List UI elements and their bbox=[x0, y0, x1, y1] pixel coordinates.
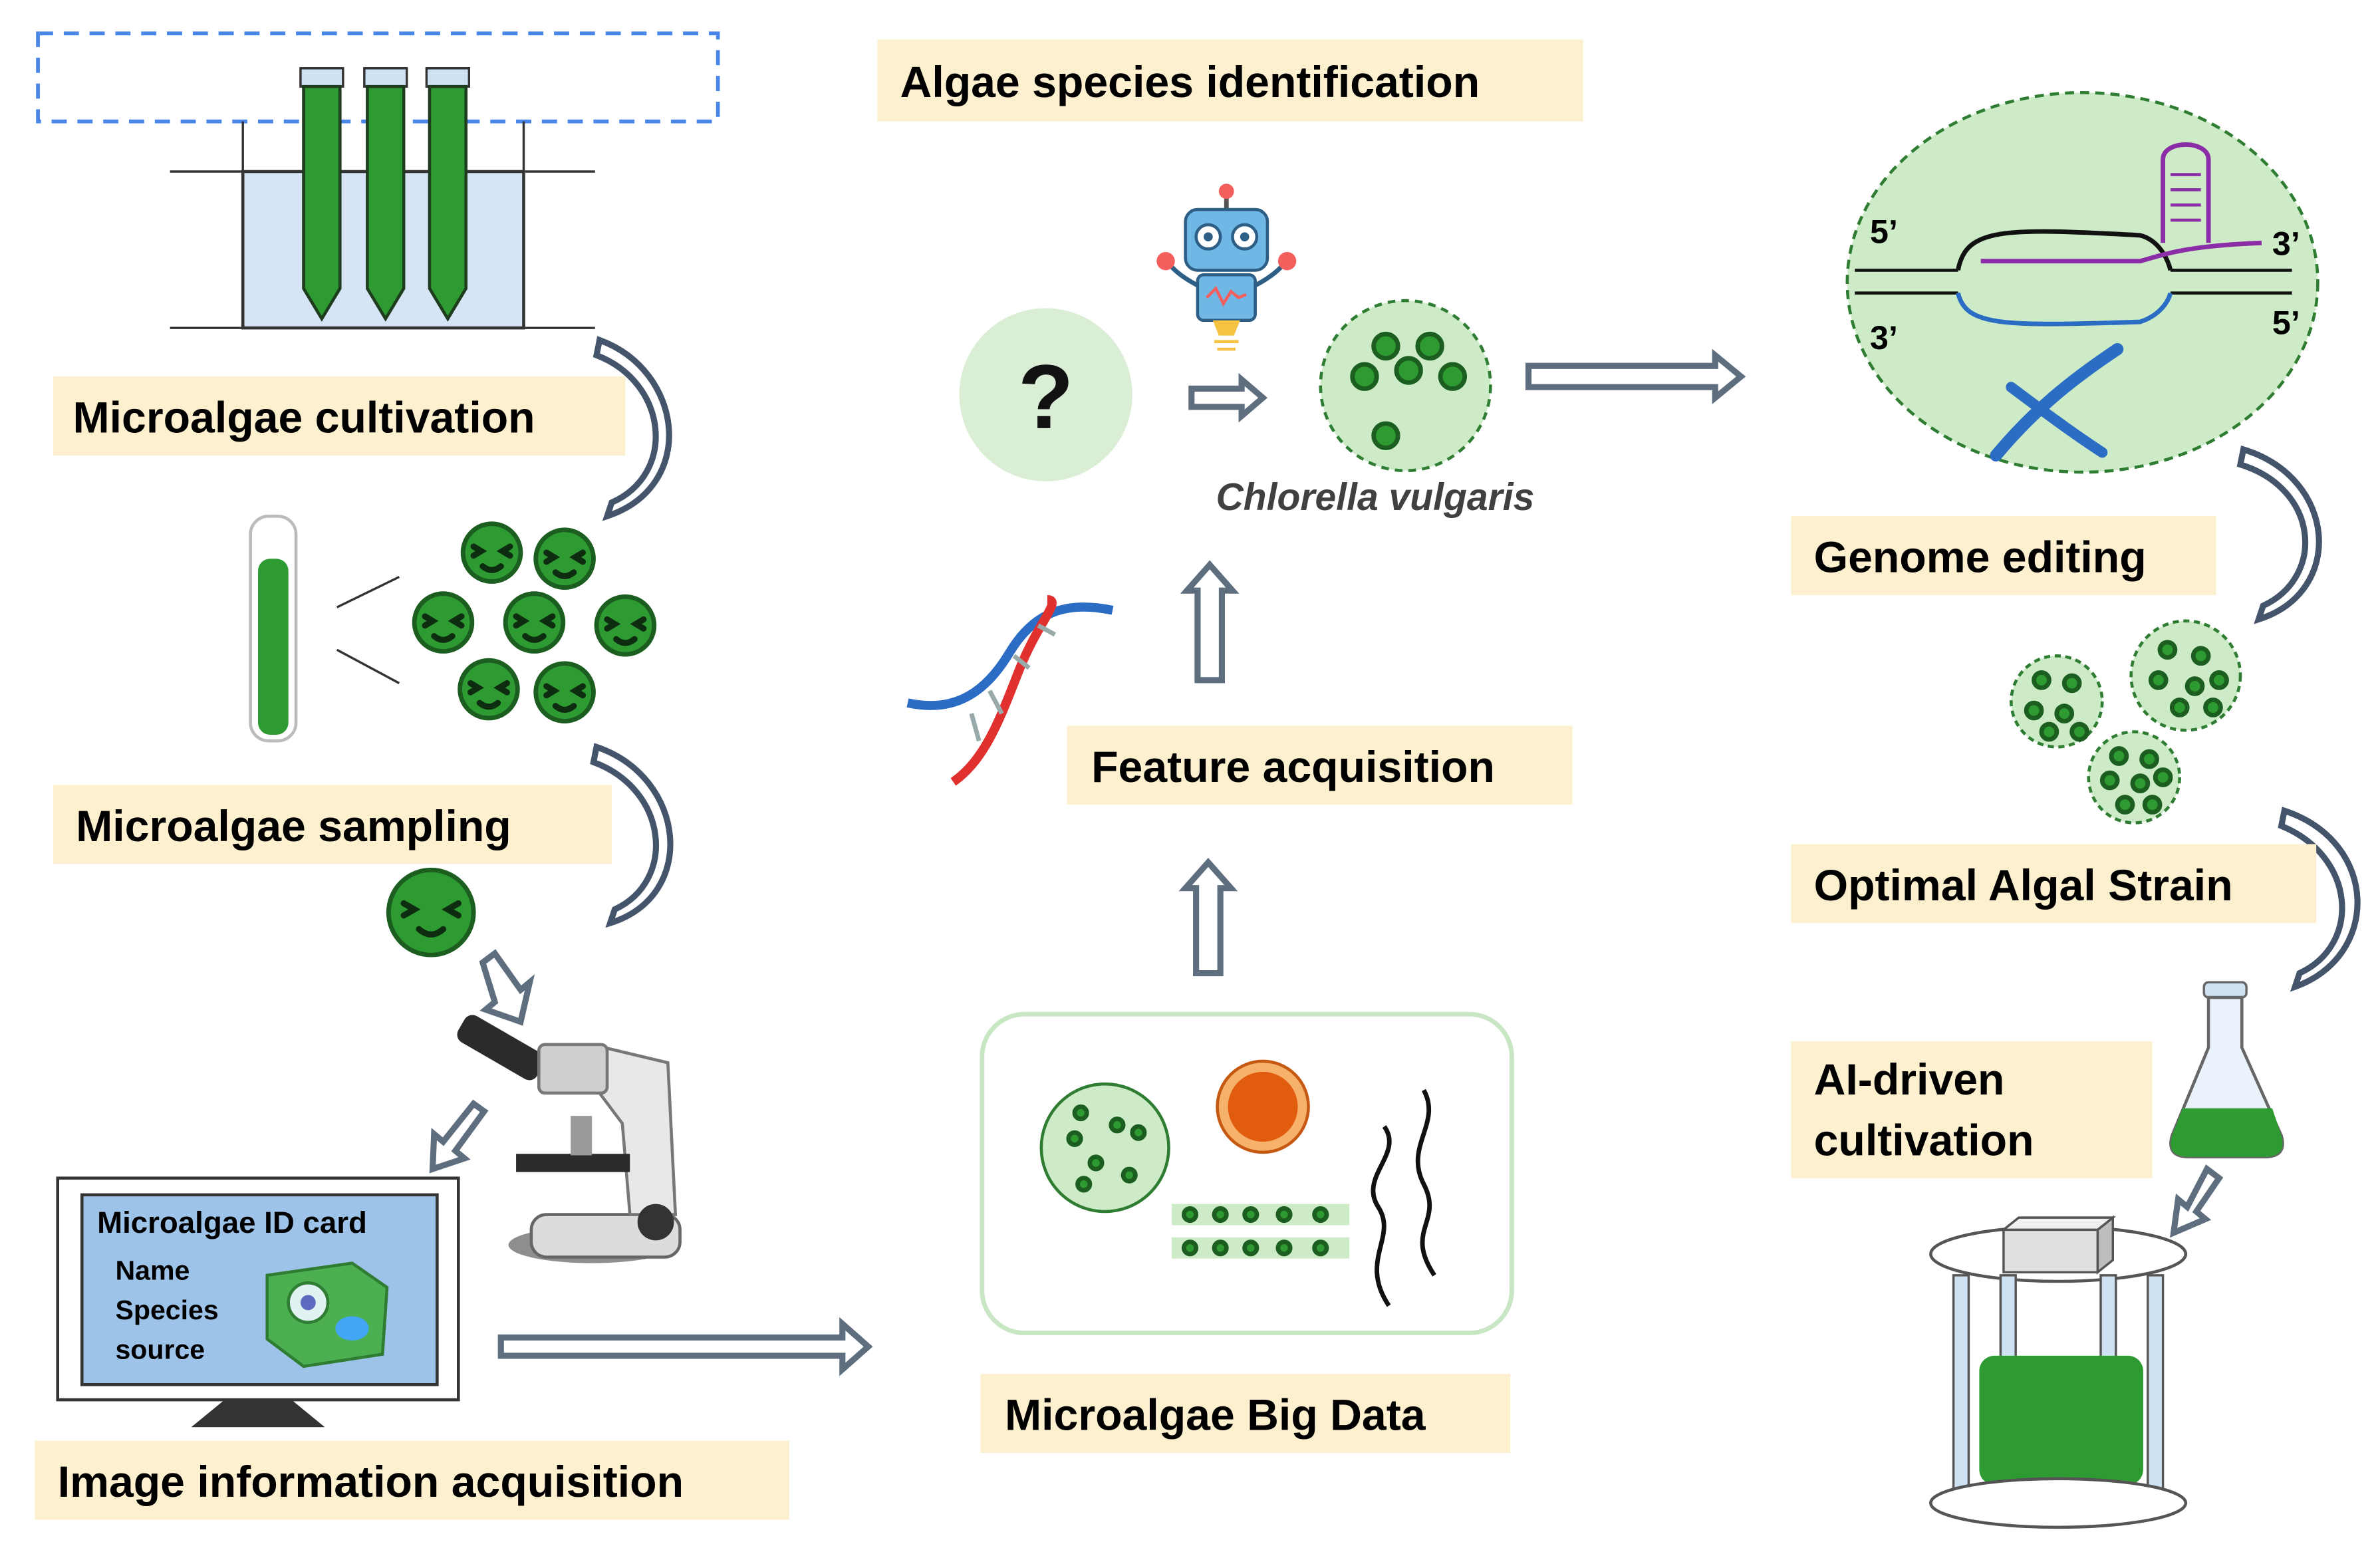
id-card-field-name: Name bbox=[115, 1255, 190, 1286]
cultivation-apparatus bbox=[36, 31, 720, 330]
genome-editing-illustration: 5’ 3’ 3’ 5’ bbox=[1845, 90, 2319, 474]
algae-cell-face bbox=[460, 521, 523, 584]
big-data-panel bbox=[980, 1011, 1514, 1336]
flow-arrow bbox=[1178, 857, 1238, 977]
genome-label-top-left: 5’ bbox=[1870, 213, 1898, 250]
label-genome-editing: Genome editing bbox=[1791, 516, 2216, 596]
algae-cell-face bbox=[503, 591, 566, 654]
erlenmeyer-flask bbox=[2169, 981, 2284, 1159]
flow-curve-arrow bbox=[593, 336, 672, 521]
label-big-data: Microalgae Big Data bbox=[980, 1374, 1511, 1454]
algae-cell-cluster bbox=[412, 521, 657, 723]
culture-tube bbox=[425, 67, 471, 322]
genome-label-top-right: 3’ bbox=[2272, 225, 2300, 263]
algae-cell-face bbox=[533, 527, 596, 590]
species-name: Chlorella vulgaris bbox=[1216, 476, 1535, 519]
label-image-acquisition: Image information acquisition bbox=[35, 1440, 789, 1520]
flow-arrow bbox=[429, 1099, 489, 1174]
algae-cell-face bbox=[412, 591, 475, 654]
label-ai-driven-cultivation: AI-driven cultivation bbox=[1791, 1041, 2153, 1178]
dna-helix-icon bbox=[906, 595, 1114, 786]
culture-tube bbox=[363, 67, 408, 322]
optimal-strain-cells bbox=[2010, 619, 2242, 825]
label-species-identification: Algae species identification bbox=[877, 39, 1583, 122]
ai-robot-icon bbox=[1156, 184, 1297, 351]
genome-label-bottom-right: 5’ bbox=[2272, 304, 2300, 341]
flow-arrow bbox=[1180, 560, 1240, 684]
genome-label-bottom-left: 3’ bbox=[1870, 319, 1898, 356]
label-species-identification-text: Algae species identification bbox=[900, 58, 1480, 107]
microscope bbox=[457, 1015, 682, 1263]
culture-tube bbox=[299, 67, 344, 322]
label-sampling-text: Microalgae sampling bbox=[76, 802, 511, 851]
computer-monitor: Microalgae ID card Name Species source bbox=[56, 1176, 460, 1428]
flow-arrow bbox=[1188, 372, 1268, 423]
flow-curve-arrow bbox=[590, 743, 674, 928]
chlorella-cell bbox=[1319, 299, 1492, 473]
unknown-species-circle: ? bbox=[959, 308, 1132, 481]
sample-test-tube bbox=[249, 515, 298, 743]
cell-micrograph-image bbox=[265, 1261, 389, 1368]
algae-cell-face bbox=[594, 594, 657, 657]
flow-arrow bbox=[497, 1317, 873, 1376]
id-card-field-species: Species bbox=[115, 1295, 218, 1325]
flow-curve-arrow bbox=[2236, 445, 2322, 624]
label-ai-driven-line2: cultivation bbox=[1814, 1116, 2034, 1165]
label-big-data-text: Microalgae Big Data bbox=[1005, 1391, 1426, 1440]
flow-arrow bbox=[479, 949, 535, 1026]
label-cultivation: Microalgae cultivation bbox=[53, 376, 626, 455]
bioreactor bbox=[1929, 1215, 2188, 1529]
label-image-acquisition-text: Image information acquisition bbox=[58, 1458, 684, 1507]
label-optimal-strain: Optimal Algal Strain bbox=[1791, 844, 2317, 924]
id-card-title: Microalgae ID card bbox=[97, 1206, 367, 1239]
unknown-question-mark: ? bbox=[1018, 346, 1074, 448]
flow-curve-arrow bbox=[2278, 807, 2361, 992]
algae-cell-face bbox=[533, 661, 596, 723]
algae-cell-face bbox=[386, 867, 476, 958]
label-sampling: Microalgae sampling bbox=[53, 785, 612, 864]
flow-arrow bbox=[1525, 348, 1746, 404]
label-feature-acquisition: Feature acquisition bbox=[1067, 725, 1573, 805]
label-feature-acquisition-text: Feature acquisition bbox=[1091, 743, 1495, 792]
id-card-field-source: source bbox=[115, 1334, 205, 1364]
label-cultivation-text: Microalgae cultivation bbox=[73, 394, 535, 443]
label-optimal-strain-text: Optimal Algal Strain bbox=[1814, 861, 2233, 910]
label-genome-editing-text: Genome editing bbox=[1814, 533, 2147, 582]
label-ai-driven-line1: AI-driven bbox=[1814, 1055, 2005, 1104]
algae-cell-face bbox=[458, 658, 520, 721]
flow-arrow bbox=[2169, 1164, 2224, 1238]
